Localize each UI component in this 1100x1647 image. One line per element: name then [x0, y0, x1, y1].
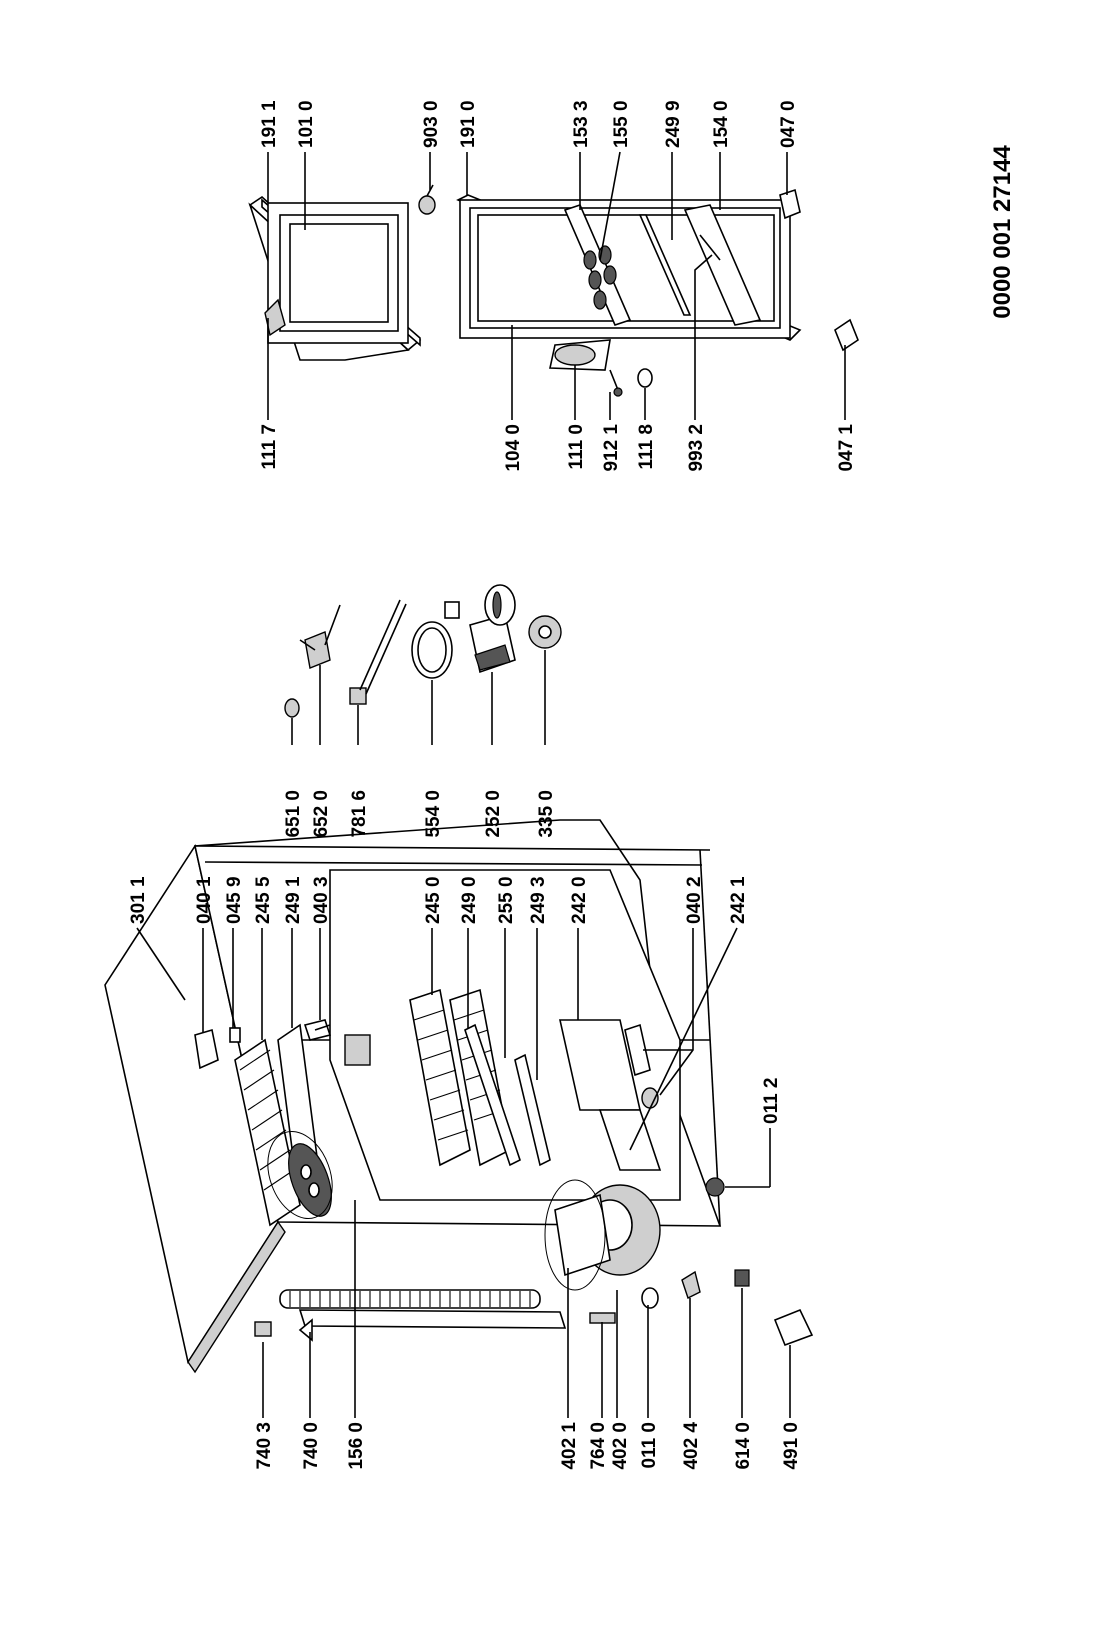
label-040-1: 040 1 — [194, 876, 215, 924]
label-047-0: 047 0 — [778, 100, 799, 148]
labels-middle: 651 0 652 0 781 6 554 0 252 0 335 0 — [283, 790, 557, 838]
label-047-1: 047 1 — [836, 424, 857, 472]
relay-clip — [681, 1270, 701, 1299]
label-301-1: 301 1 — [128, 876, 149, 924]
leaders-left-top — [136, 927, 771, 1188]
label-011-0: 011 0 — [639, 1422, 660, 1469]
hinge-bracket — [194, 1028, 219, 1070]
egg-tray — [563, 204, 632, 326]
label-402-4: 402 4 — [681, 1422, 702, 1470]
label-249-0: 249 0 — [459, 876, 480, 924]
label-045-9: 045 9 — [224, 876, 245, 924]
drawing-number: 0000 001 27144 — [989, 145, 1016, 319]
label-242-1: 242 1 — [728, 876, 749, 924]
label-740-0: 740 0 — [301, 1422, 322, 1470]
label-402-0: 402 0 — [610, 1422, 631, 1470]
label-335-0: 335 0 — [536, 790, 557, 838]
labels-right: 191 1 101 0 903 0 191 0 153 3 155 0 249 … — [259, 100, 857, 472]
fridge-door — [456, 194, 802, 341]
label-101-0: 101 0 — [296, 100, 317, 148]
label-111-0: 111 0 — [566, 424, 587, 469]
label-242-0: 242 0 — [569, 876, 590, 924]
label-011-2: 011 2 — [761, 1078, 782, 1125]
leaders-right — [267, 151, 846, 420]
light-switch-box — [469, 584, 516, 674]
bottom-hinge — [624, 1023, 651, 1077]
label-040-3: 040 3 — [311, 876, 332, 924]
label-491-0: 491 0 — [781, 1422, 802, 1470]
hinge-pin — [229, 1027, 241, 1043]
label-903-0: 903 0 — [421, 100, 442, 148]
leaders-left-bottom — [262, 1200, 791, 1418]
door-bin — [683, 204, 762, 326]
hinge-plug — [637, 368, 653, 388]
label-652-0: 652 0 — [311, 790, 332, 838]
ice-cube-tray — [288, 1143, 332, 1217]
label-191-1: 191 1 — [259, 100, 280, 148]
label-040-2: 040 2 — [684, 876, 705, 924]
door-screw — [609, 369, 623, 397]
label-781-6: 781 6 — [349, 790, 370, 838]
capillary-filter — [589, 1312, 616, 1324]
door-foot-left — [834, 318, 859, 352]
thermostat — [299, 604, 341, 669]
compressor — [544, 1179, 661, 1291]
door-hinge-bottom — [549, 339, 611, 371]
label-104-0: 104 0 — [503, 424, 524, 472]
label-245-0: 245 0 — [423, 876, 444, 924]
label-255-0: 255 0 — [496, 876, 517, 924]
freezer-shelf-grille — [234, 1038, 301, 1227]
freezer-door — [248, 195, 422, 361]
condenser-grille — [279, 1289, 541, 1309]
label-554-0: 554 0 — [423, 790, 444, 838]
thermal-protector — [734, 1269, 750, 1287]
heater-rod — [349, 599, 407, 705]
bottle-bar — [638, 214, 692, 316]
worktop-strip — [187, 1220, 286, 1374]
drain-trough — [773, 1308, 814, 1347]
label-111-8: 111 8 — [636, 424, 657, 469]
label-249-9: 249 9 — [663, 100, 684, 148]
label-249-1: 249 1 — [283, 876, 304, 924]
label-764-0: 764 0 — [588, 1422, 609, 1470]
adjustable-foot — [705, 1177, 725, 1197]
top-cover-cap — [254, 1321, 272, 1337]
lamp-bulb — [284, 698, 300, 718]
label-156-0: 156 0 — [346, 1422, 367, 1470]
knob — [528, 615, 562, 649]
label-245-5: 245 5 — [253, 876, 274, 924]
label-249-3: 249 3 — [528, 876, 549, 924]
label-154-0: 154 0 — [711, 100, 732, 148]
labels-left: 740 3 740 0 156 0 402 1 764 0 402 0 011 … — [128, 876, 802, 1470]
label-111-7: 111 7 — [259, 424, 280, 469]
label-191-0: 191 0 — [458, 100, 479, 148]
label-155-0: 155 0 — [611, 100, 632, 148]
hinge-cover — [418, 184, 436, 215]
leaders-middle — [291, 650, 546, 745]
label-252-0: 252 0 — [483, 790, 504, 838]
label-912-1: 912 1 — [601, 424, 622, 472]
label-153-3: 153 3 — [571, 100, 592, 148]
label-651-0: 651 0 — [283, 790, 304, 838]
components-group — [284, 584, 562, 718]
door-foot-right — [779, 188, 801, 220]
label-740-3: 740 3 — [254, 1422, 275, 1470]
cabinet-assembly — [104, 819, 814, 1374]
label-614-0: 614 0 — [733, 1422, 754, 1470]
label-402-1: 402 1 — [559, 1422, 580, 1470]
door-assembly — [248, 184, 859, 397]
fan-ring — [411, 601, 460, 679]
label-993-2: 993 2 — [686, 424, 707, 472]
